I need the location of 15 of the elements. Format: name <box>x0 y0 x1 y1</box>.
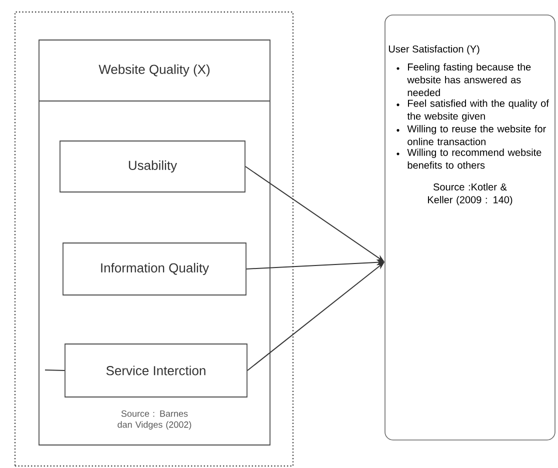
source-note: Source :Kotler & Keller (2009 : 140) <box>428 183 512 206</box>
heading: User Satisfaction (Y) <box>388 45 480 55</box>
dimension-box: Service Interction <box>64 344 248 398</box>
dotted-frame <box>14 11 294 467</box>
group-box <box>38 40 270 446</box>
bullet-item: Willing to recommend website benefits to others <box>396 148 542 169</box>
satisfaction-box <box>384 14 556 440</box>
bullet-item: Willing to reuse the website for online transaction <box>396 125 546 146</box>
connector <box>44 370 66 371</box>
bullet-item: Feeling fasting because the website has answered as needed <box>396 63 531 96</box>
dimension-box: Information Quality <box>62 242 246 296</box>
dimension-box: Usability <box>60 140 246 192</box>
source-note: Source : Barnes dan Vidges (2002) <box>118 410 192 430</box>
heading: Website Quality (X) <box>98 64 210 77</box>
bullet-item: Feel satisfied with the quality of the website given <box>396 100 549 122</box>
